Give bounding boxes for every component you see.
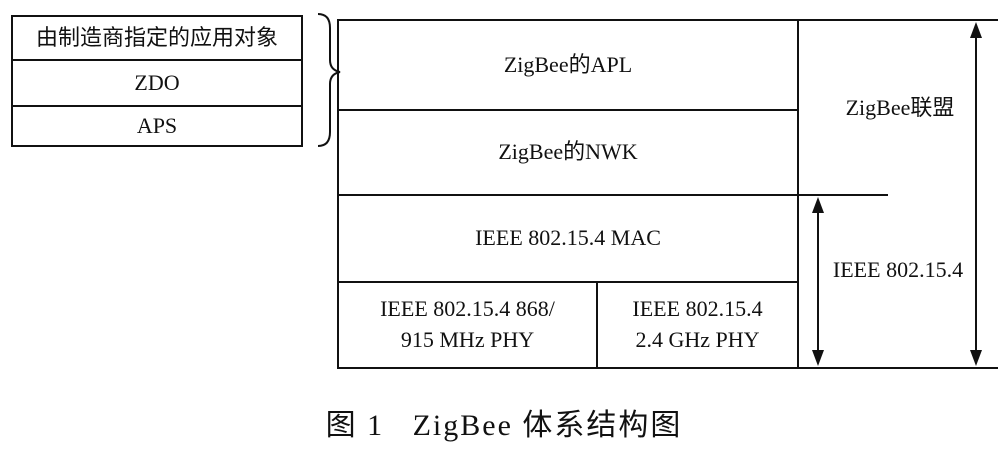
ieee-scope-label: IEEE 802.15.4 xyxy=(832,256,964,282)
curly-brace xyxy=(317,13,341,147)
layer-phy-868: IEEE 802.15.4 868/ 915 MHz PHY xyxy=(380,296,555,352)
layer-nwk: ZigBee的NWK xyxy=(498,139,638,165)
zigbee-alliance-label: ZigBee联盟 xyxy=(845,94,955,120)
layer-apl: ZigBee的APL xyxy=(503,51,633,77)
left-stack-app-objects: 由制造商指定的应用对象 xyxy=(35,24,278,50)
figure-caption: 图 1 ZigBee 体系结构图 xyxy=(325,409,683,442)
zigbee-alliance-arrow-up-icon xyxy=(970,22,982,38)
ieee-arrow-down-icon xyxy=(812,350,824,366)
layer-mac: IEEE 802.15.4 MAC xyxy=(475,225,661,251)
left-stack-box xyxy=(11,15,303,147)
zigbee-alliance-arrow-down-icon xyxy=(970,350,982,366)
ieee-arrow-up-icon xyxy=(812,197,824,213)
left-stack-zdo: ZDO xyxy=(134,69,180,95)
left-stack-aps: APS xyxy=(136,112,178,138)
layer-phy-24: IEEE 802.15.4 2.4 GHz PHY xyxy=(632,296,763,352)
